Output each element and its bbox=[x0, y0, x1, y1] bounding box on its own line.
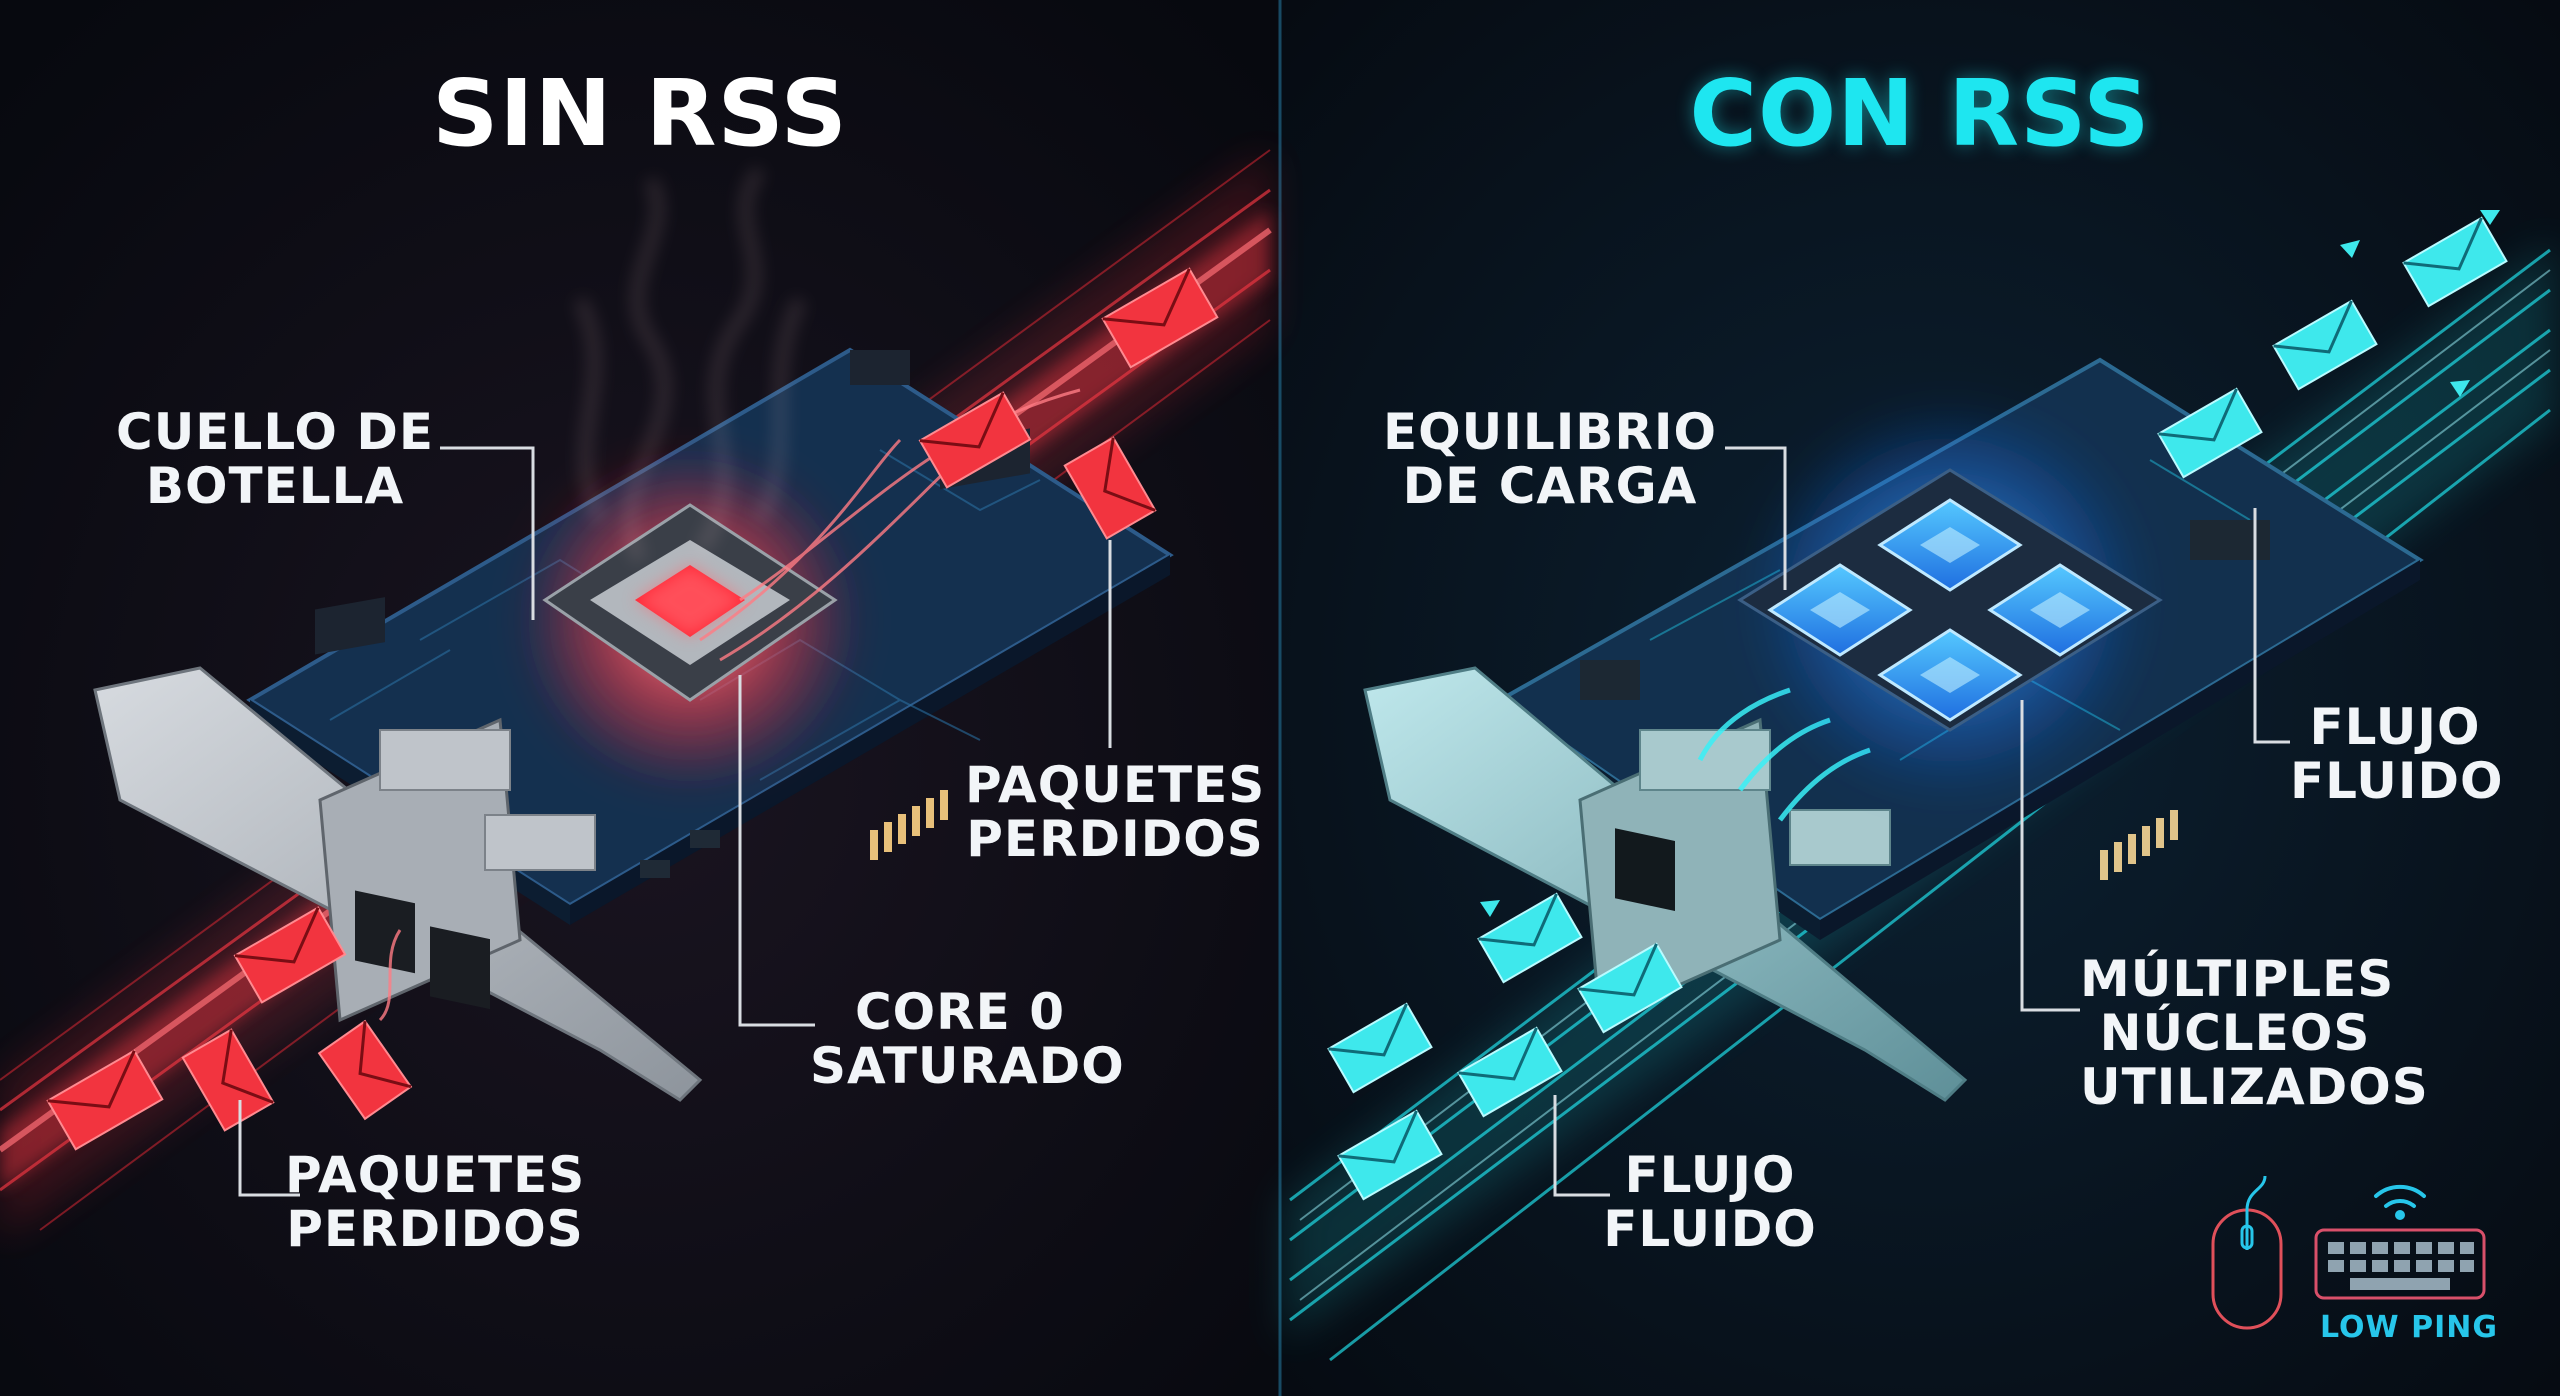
cpu-chip-icon bbox=[1877, 498, 2023, 592]
low-ping-text: LOW PING bbox=[2320, 1310, 2498, 1345]
envelope-icon bbox=[2272, 299, 2378, 391]
load-balance-label: EQUILIBRIO DE CARGA bbox=[1382, 403, 1718, 515]
envelope-icon bbox=[233, 906, 347, 1004]
envelope-icon bbox=[1577, 942, 1683, 1034]
envelope-icon bbox=[2157, 387, 2263, 479]
envelope-icon bbox=[1477, 892, 1583, 984]
envelope-icon bbox=[317, 1019, 413, 1121]
low-ping-badge bbox=[2211, 1175, 2486, 1330]
smooth-flow-label-bottom: FLUJO FLUIDO bbox=[1603, 1146, 1817, 1258]
multiple-cores-label: MÚLTIPLES NÚCLEOS UTILIZADOS bbox=[2080, 950, 2429, 1116]
right-envelopes bbox=[1327, 216, 2508, 1201]
cpu-chip-icon bbox=[1987, 563, 2133, 657]
left-cpu-chip-icon bbox=[520, 450, 860, 790]
cyan-arrowheads bbox=[1480, 210, 2500, 917]
core-saturated-label: CORE 0 SATURADO bbox=[810, 983, 1125, 1095]
heat-smoke bbox=[573, 165, 807, 564]
left-envelopes bbox=[46, 267, 1219, 1151]
left-panel-title: SIN RSS bbox=[432, 60, 848, 167]
mouse-icon bbox=[2211, 1175, 2283, 1330]
envelope-icon bbox=[181, 1028, 275, 1132]
cpu-chip-icon bbox=[1767, 563, 1913, 657]
keyboard-icon bbox=[2314, 1228, 2486, 1300]
envelope-icon bbox=[2402, 216, 2508, 308]
envelope-icon bbox=[1457, 1026, 1563, 1118]
envelope-icon bbox=[1327, 1002, 1433, 1094]
lost-packets-label-right: PAQUETES PERDIDOS bbox=[965, 756, 1266, 868]
envelope-icon bbox=[1063, 436, 1157, 540]
envelope-icon bbox=[1101, 267, 1219, 369]
multi-core-cpu-icon bbox=[1737, 400, 2163, 800]
envelope-icon bbox=[918, 391, 1032, 489]
cpu-chip-icon bbox=[1877, 628, 2023, 722]
bottleneck-label: CUELLO DE BOTELLA bbox=[116, 403, 434, 515]
envelope-icon bbox=[46, 1049, 164, 1151]
right-callout-lines bbox=[1553, 446, 2290, 1197]
right-panel-title: CON RSS bbox=[1689, 60, 2151, 167]
left-callout-lines bbox=[238, 446, 1112, 1197]
smooth-flow-label-right: FLUJO FLUIDO bbox=[2290, 698, 2504, 810]
lost-packets-label-bottom: PAQUETES PERDIDOS bbox=[285, 1146, 586, 1258]
envelope-icon bbox=[1337, 1109, 1443, 1201]
wifi-icon bbox=[2374, 1184, 2426, 1220]
